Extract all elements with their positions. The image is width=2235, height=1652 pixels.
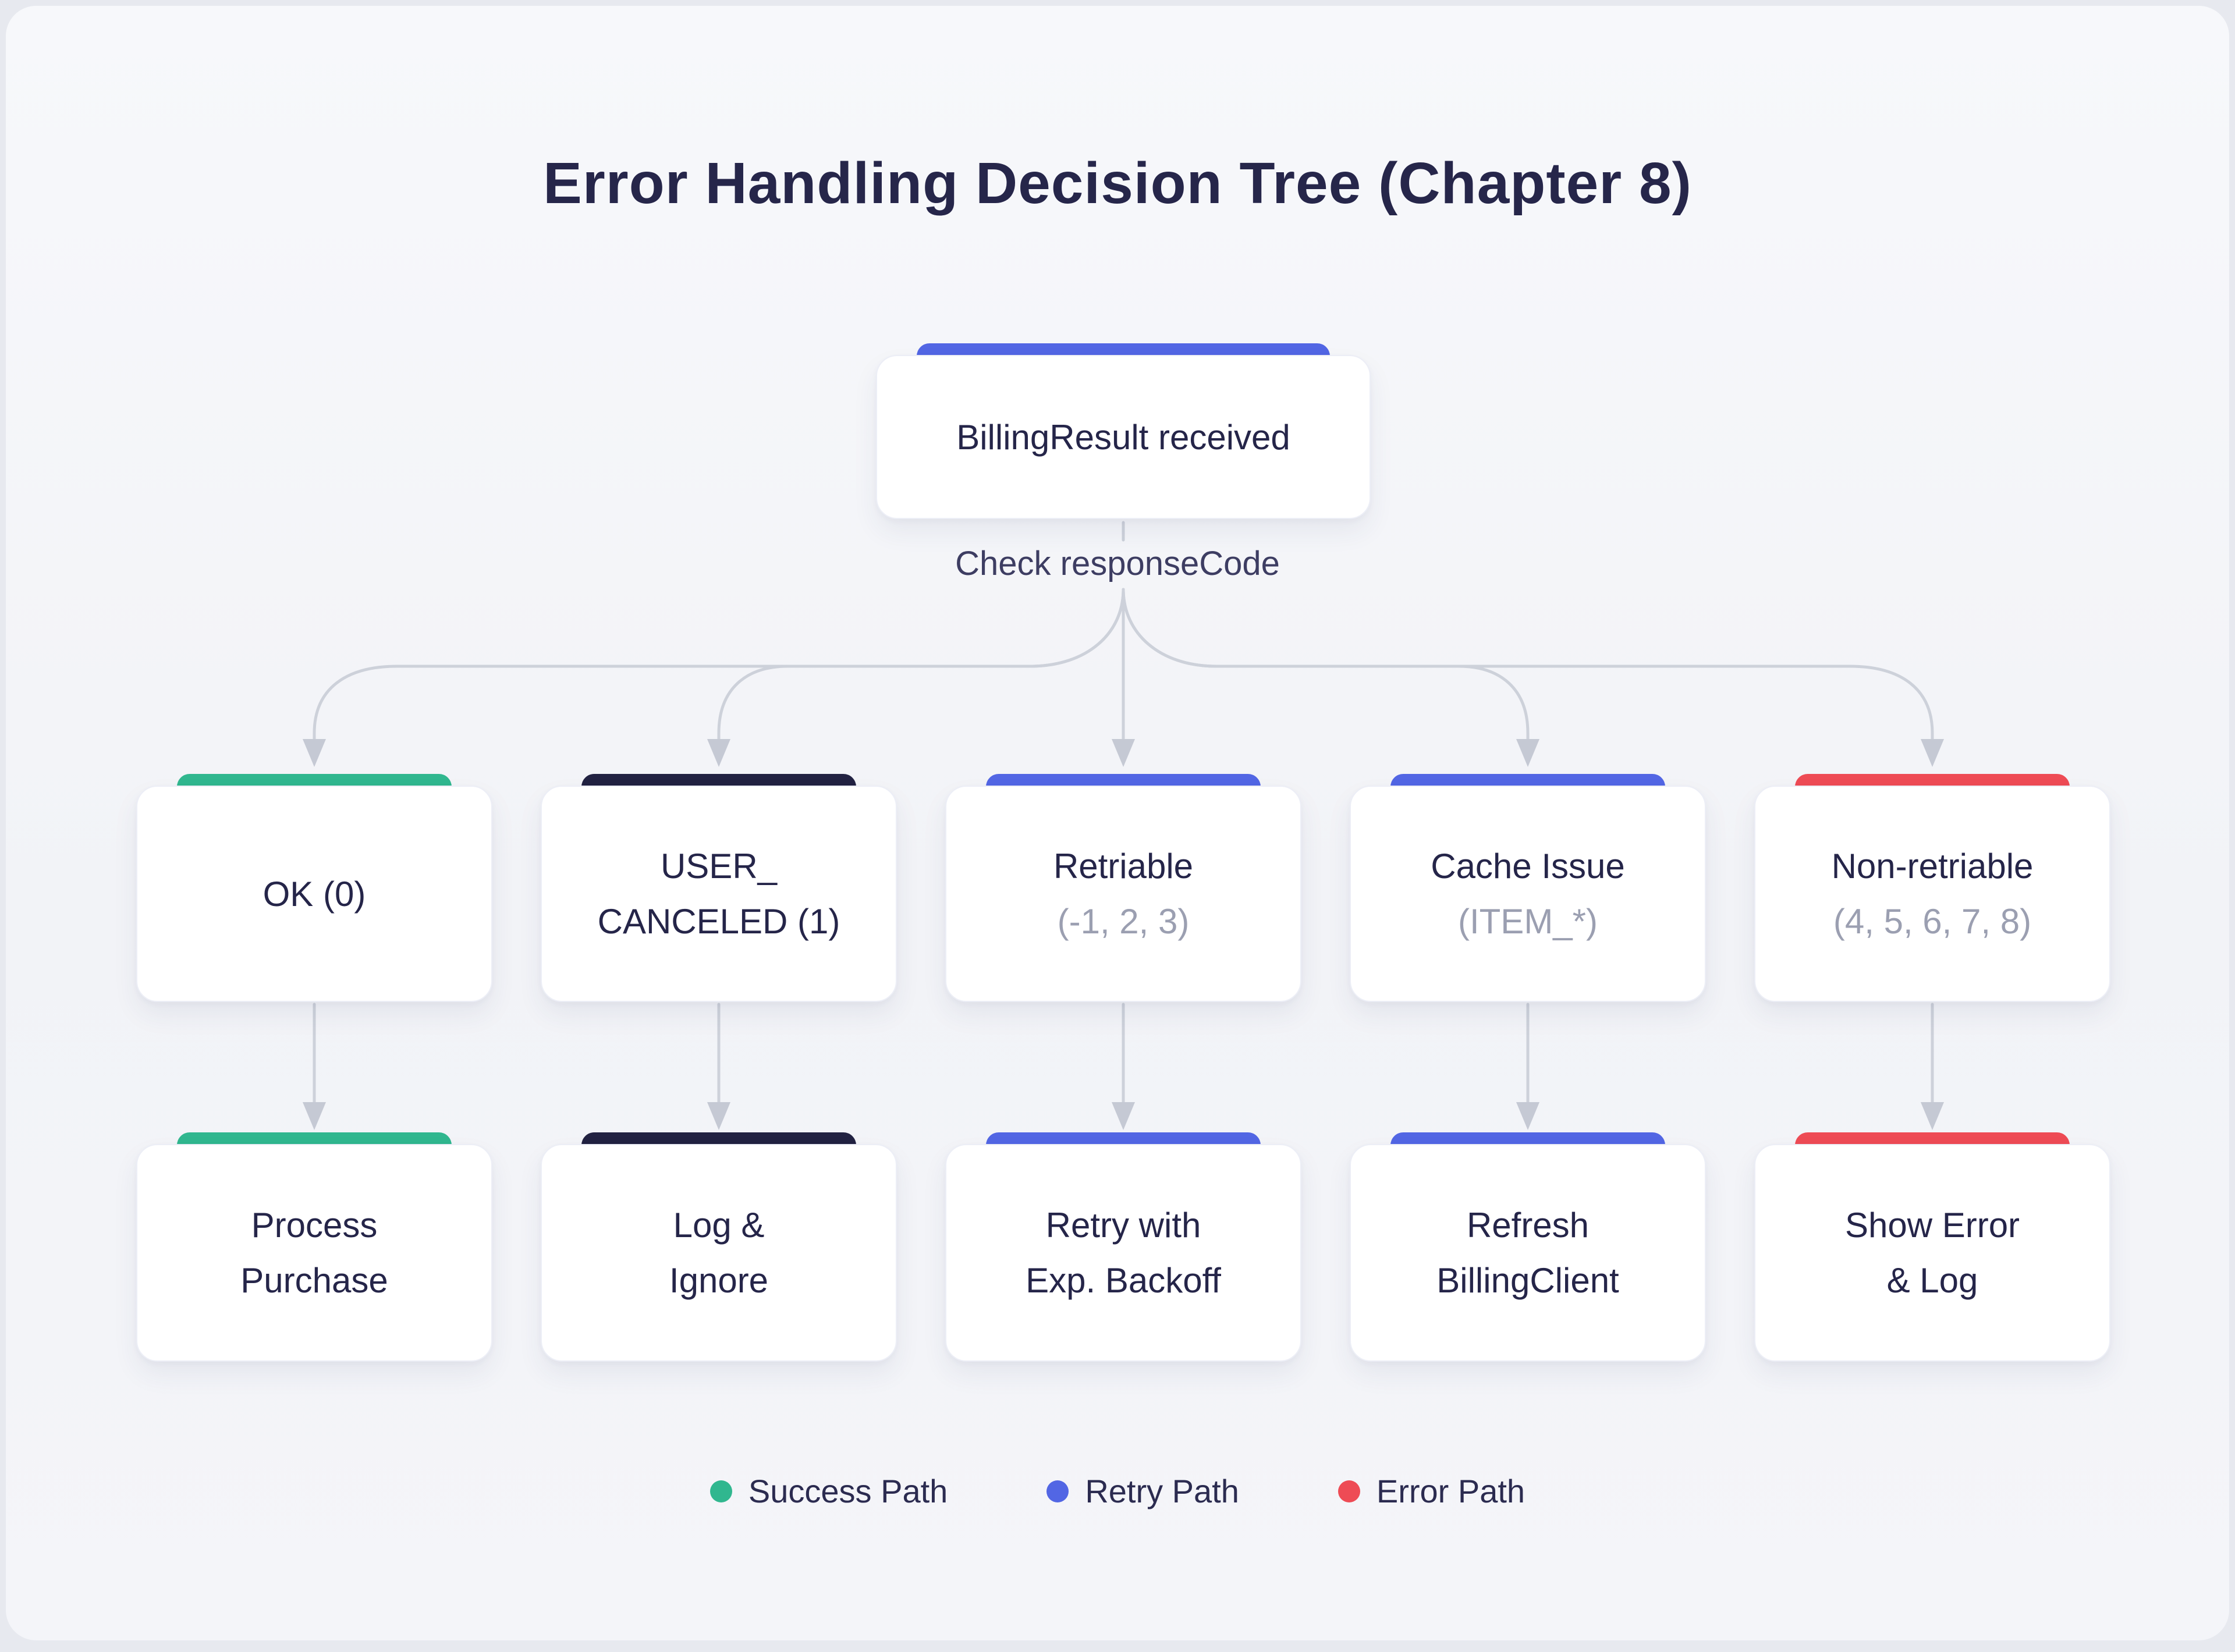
legend-item-retry: Retry Path <box>1046 1472 1239 1510</box>
branch-node-line1: Non-retriable <box>1832 839 2034 894</box>
legend-label: Retry Path <box>1085 1472 1239 1510</box>
branch-node-line1: USER_ <box>661 839 777 894</box>
branch-node-line2: (-1, 2, 3) <box>1058 894 1190 949</box>
arrowhead-branch-5 <box>1921 739 1944 767</box>
root-node-card: BillingResult received <box>876 355 1371 519</box>
action-node-card: Process Purchase <box>136 1144 492 1362</box>
branch-node-user-canceled: USER_ CANCELED (1) <box>541 774 897 1002</box>
arrowhead-branch-1 <box>303 739 326 767</box>
branch-node-card: OK (0) <box>136 786 492 1002</box>
diagram-canvas: Error Handling Decision Tree (Chapter 8)… <box>6 6 2229 1640</box>
action-node-log-ignore: Log & Ignore <box>541 1132 897 1362</box>
arrowhead-branch-4 <box>1516 739 1539 767</box>
arrowhead-action-2 <box>707 1102 730 1130</box>
action-node-refresh-billingclient: Refresh BillingClient <box>1350 1132 1706 1362</box>
branch-node-card: Non-retriable (4, 5, 6, 7, 8) <box>1754 786 2110 1002</box>
branch-node-line2: (ITEM_*) <box>1458 894 1598 949</box>
action-node-line2: Ignore <box>669 1253 768 1308</box>
legend: Success Path Retry Path Error Path <box>6 1472 2229 1510</box>
arrowhead-action-5 <box>1921 1102 1944 1130</box>
branch-node-line1: Retriable <box>1053 839 1193 894</box>
error-dot-icon <box>1338 1480 1360 1502</box>
action-node-line1: Log & <box>673 1198 765 1253</box>
action-node-line1: Process <box>251 1198 378 1253</box>
legend-label: Error Path <box>1377 1472 1525 1510</box>
branch-node-card: USER_ CANCELED (1) <box>541 786 897 1002</box>
action-node-line1: Refresh <box>1467 1198 1589 1253</box>
root-node-label: BillingResult received <box>956 410 1290 465</box>
success-dot-icon <box>710 1480 732 1502</box>
branch-node-cache-issue: Cache Issue (ITEM_*) <box>1350 774 1706 1002</box>
branch-node-line1: OK (0) <box>263 866 366 922</box>
action-node-line2: Purchase <box>240 1253 388 1308</box>
action-node-line2: BillingClient <box>1436 1253 1619 1308</box>
branch-node-line2: CANCELED (1) <box>598 894 840 949</box>
branch-node-card: Cache Issue (ITEM_*) <box>1350 786 1706 1002</box>
branch-node-card: Retriable (-1, 2, 3) <box>945 786 1301 1002</box>
arrowhead-branch-3 <box>1112 739 1135 767</box>
arrowhead-branch-2 <box>707 739 730 767</box>
legend-item-success: Success Path <box>710 1472 948 1510</box>
action-node-process-purchase: Process Purchase <box>136 1132 492 1362</box>
action-node-line2: Exp. Backoff <box>1026 1253 1221 1308</box>
action-node-card: Refresh BillingClient <box>1350 1144 1706 1362</box>
branch-node-retriable: Retriable (-1, 2, 3) <box>945 774 1301 1002</box>
action-node-card: Retry with Exp. Backoff <box>945 1144 1301 1362</box>
branch-node-non-retriable: Non-retriable (4, 5, 6, 7, 8) <box>1754 774 2110 1002</box>
arrowhead-action-1 <box>303 1102 326 1130</box>
decision-label: Check responseCode <box>6 544 2229 583</box>
action-node-show-error-log: Show Error & Log <box>1754 1132 2110 1362</box>
action-node-card: Show Error & Log <box>1754 1144 2110 1362</box>
action-node-line2: & Log <box>1887 1253 1978 1308</box>
legend-label: Success Path <box>748 1472 948 1510</box>
branch-node-line1: Cache Issue <box>1431 839 1625 894</box>
retry-dot-icon <box>1046 1480 1069 1502</box>
branch-node-ok: OK (0) <box>136 774 492 1002</box>
legend-item-error: Error Path <box>1338 1472 1525 1510</box>
action-node-line1: Show Error <box>1845 1198 2020 1253</box>
action-node-retry-backoff: Retry with Exp. Backoff <box>945 1132 1301 1362</box>
arrowhead-action-4 <box>1516 1102 1539 1130</box>
arrowhead-action-3 <box>1112 1102 1135 1130</box>
action-node-line1: Retry with <box>1046 1198 1201 1253</box>
branch-node-line2: (4, 5, 6, 7, 8) <box>1833 894 2031 949</box>
root-node: BillingResult received <box>876 343 1371 519</box>
action-node-card: Log & Ignore <box>541 1144 897 1362</box>
